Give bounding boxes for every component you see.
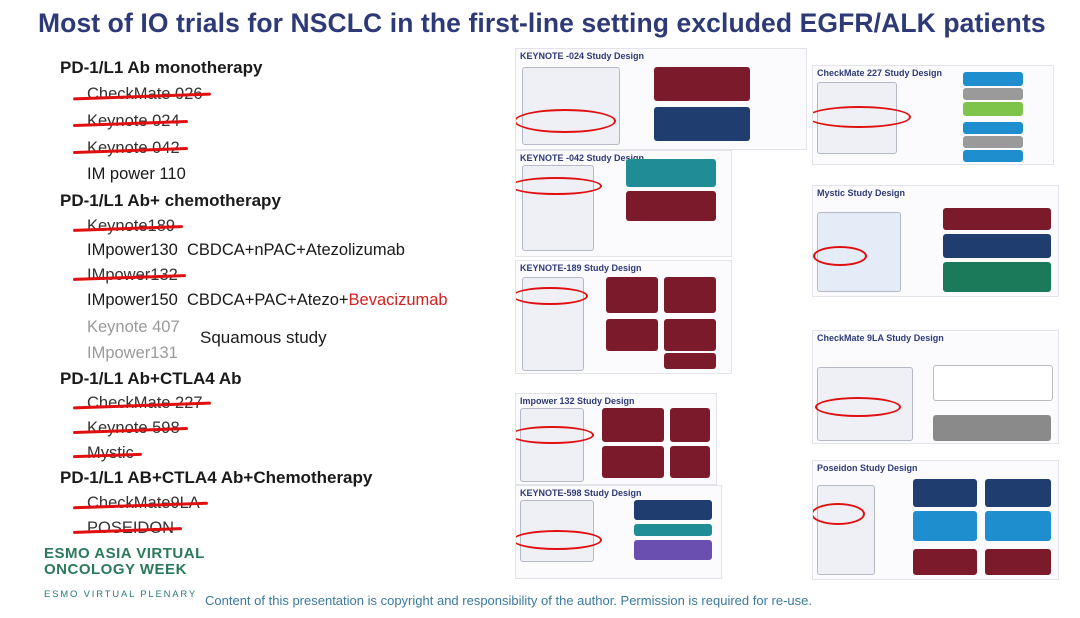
arm-box	[654, 107, 750, 141]
panel-checkmate9la: CheckMate 9LA Study Design	[812, 330, 1059, 444]
trial-keynote024: Keynote 024	[87, 112, 180, 130]
esmo-logo: ESMO ASIA VIRTUAL ONCOLOGY WEEK	[44, 545, 205, 578]
trial-impower132: IMpower132	[87, 266, 178, 284]
arm-box	[602, 408, 664, 442]
highlight-circle	[813, 246, 867, 266]
arm-box	[933, 365, 1053, 401]
arm-box	[626, 191, 716, 221]
arm-box	[664, 319, 716, 351]
arm-box	[606, 319, 658, 351]
arm-box	[985, 511, 1051, 541]
arm-box	[913, 549, 977, 575]
arm-box	[943, 262, 1051, 292]
panel-impower132: Impower 132 Study Design	[515, 393, 717, 485]
arm-box	[670, 446, 710, 478]
arm-box	[943, 234, 1051, 258]
trial-poseidon: POSEIDON	[87, 519, 175, 537]
highlight-circle	[516, 109, 616, 133]
trial-checkmate026: CheckMate 026	[87, 85, 203, 103]
arm-box	[634, 524, 712, 536]
panel-keynote189: KEYNOTE-189 Study Design	[515, 260, 732, 374]
arm-box	[963, 136, 1023, 148]
squamous-study-label: Squamous study	[200, 328, 327, 347]
trial-mystic: Mystic	[87, 444, 134, 462]
arm-box	[985, 479, 1051, 507]
regimen-impower130: CBDCA+nPAC+Atezolizumab	[186, 241, 405, 259]
arm-box	[943, 208, 1051, 230]
trial-keynote042: Keynote 042	[87, 139, 180, 157]
trial-keynote598: Keynote 598	[87, 419, 180, 437]
esmo-plenary-label: ESMO VIRTUAL PLENARY	[44, 589, 198, 600]
arm-box	[963, 72, 1023, 86]
trial-impower150: IMpower150	[87, 291, 178, 309]
arm-box	[654, 67, 750, 101]
panel-keynote042: KEYNOTE -042 Study Design	[515, 150, 732, 257]
arm-box	[606, 277, 658, 313]
panel-poseidon: Poseidon Study Design	[812, 460, 1059, 580]
highlight-circle	[813, 503, 865, 525]
panel-keynote024: KEYNOTE -024 Study Design	[515, 48, 807, 150]
regimen-impower150: CBDCA+PAC+Atezo+	[186, 291, 349, 309]
highlight-circle	[516, 177, 602, 195]
panel-checkmate227: CheckMate 227 Study Design	[812, 65, 1054, 165]
highlight-circle	[516, 287, 588, 305]
criteria-box	[817, 485, 875, 575]
group-header-ctla4-chemo: PD-1/L1 AB+CTLA4 Ab+Chemotherapy	[60, 468, 373, 487]
arm-box	[634, 540, 712, 560]
trial-keynote407: Keynote 407	[87, 318, 180, 336]
highlight-circle	[813, 106, 911, 128]
group-header-chemo: PD-1/L1 Ab+ chemotherapy	[60, 191, 281, 210]
panel-mystic: Mystic Study Design	[812, 185, 1059, 297]
arm-box	[602, 446, 664, 478]
arm-box	[670, 408, 710, 442]
trial-impower131: IMpower131	[87, 344, 178, 362]
group-header-monotherapy: PD-1/L1 Ab monotherapy	[60, 58, 263, 77]
arm-box	[963, 150, 1023, 162]
group-header-ctla4: PD-1/L1 Ab+CTLA4 Ab	[60, 369, 242, 388]
arm-box	[634, 500, 712, 520]
trial-checkmate227: CheckMate 227	[87, 394, 203, 412]
criteria-box	[522, 67, 620, 145]
arm-box	[913, 479, 977, 507]
slide-title: Most of IO trials for NSCLC in the first…	[38, 8, 1046, 38]
highlight-circle	[815, 397, 901, 417]
regimen-bevacizumab: Bevacizumab	[348, 291, 448, 309]
highlight-circle	[516, 426, 594, 444]
highlight-circle	[516, 530, 602, 550]
trial-impower130: IMpower130	[87, 241, 178, 259]
panel-keynote598: KEYNOTE-598 Study Design	[515, 485, 722, 579]
trial-keynote189: Keynote189	[87, 217, 176, 235]
arm-box	[626, 159, 716, 187]
arm-box	[664, 353, 716, 369]
arm-box	[963, 102, 1023, 116]
arm-box	[933, 415, 1051, 441]
arm-box	[963, 122, 1023, 134]
copyright-footer: Content of this presentation is copyrigh…	[205, 593, 812, 608]
arm-box	[963, 88, 1023, 100]
criteria-box	[520, 408, 584, 482]
arm-box	[664, 277, 716, 313]
trial-impower110: IM power 110	[87, 165, 186, 183]
trial-checkmate9la: CheckMate9LA	[87, 494, 200, 512]
arm-box	[913, 511, 977, 541]
arm-box	[985, 549, 1051, 575]
